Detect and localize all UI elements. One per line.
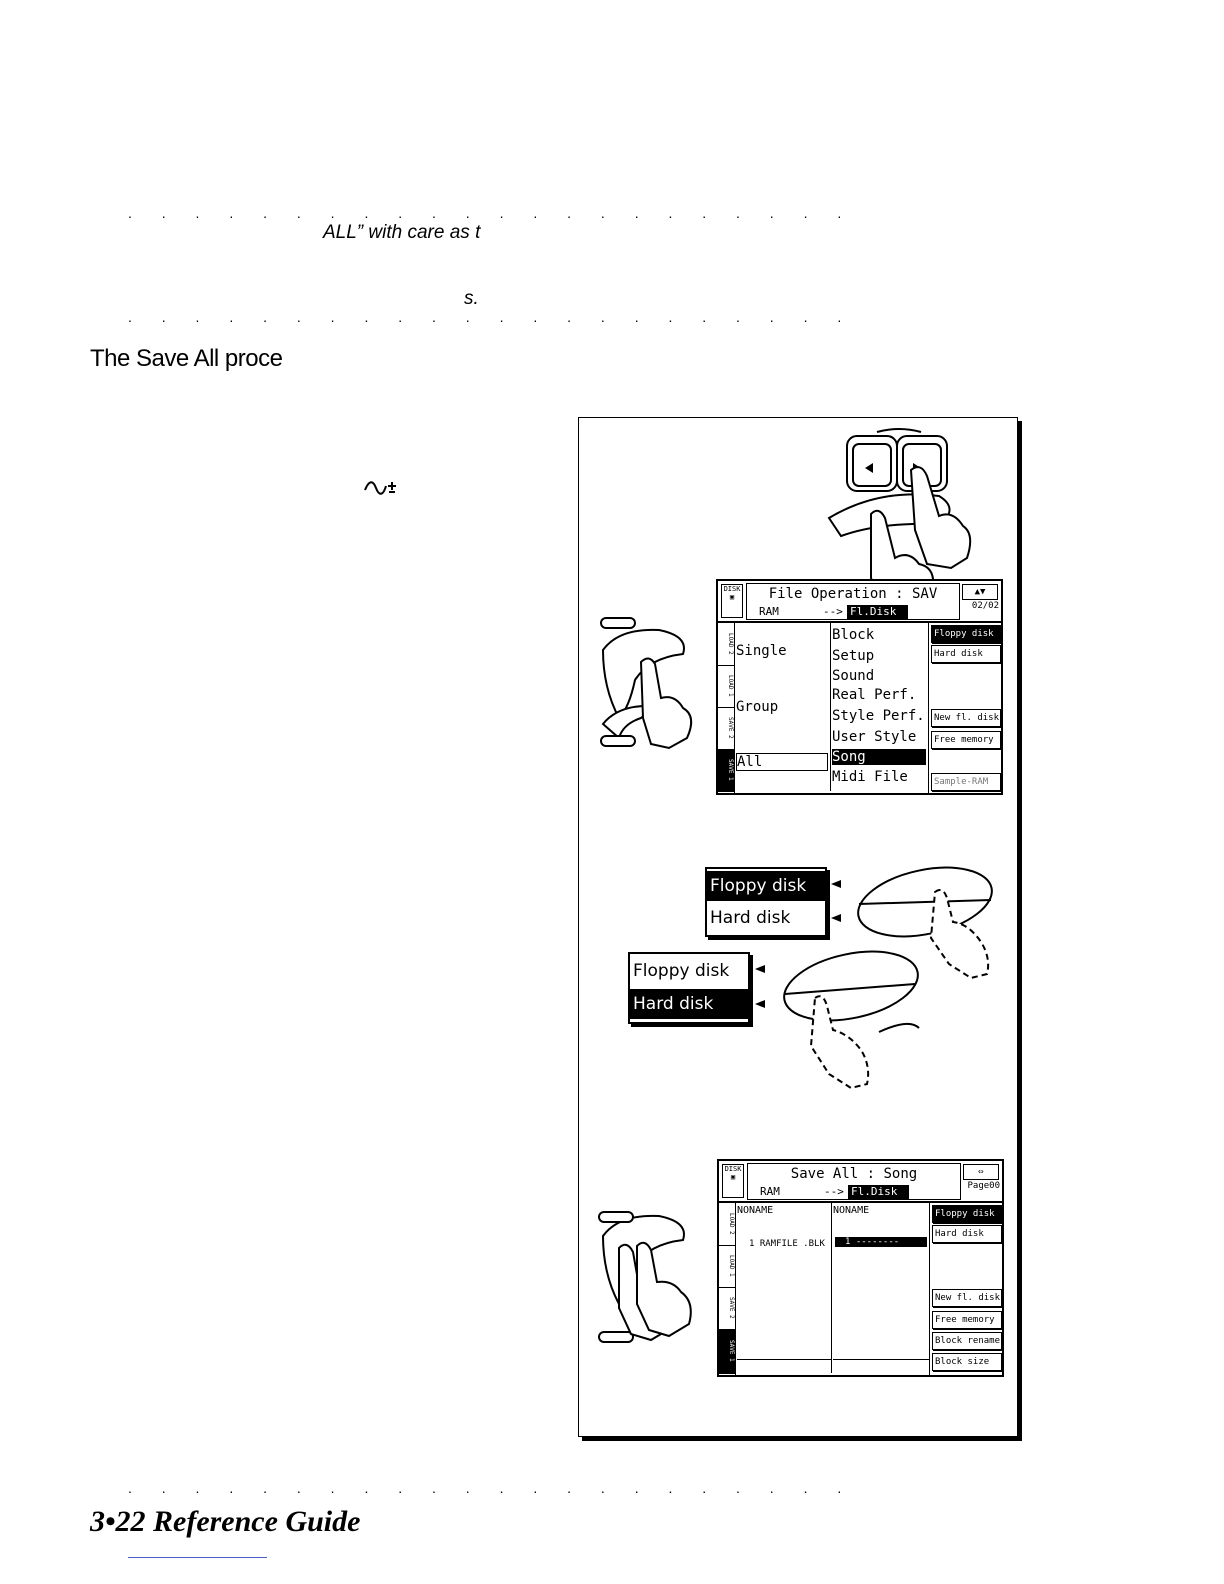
data-type-column: Block Setup Sound Real Perf. Style Perf.… bbox=[832, 623, 928, 791]
tab-4[interactable]: SAVE 1 bbox=[718, 749, 734, 792]
dotted-rule-top: . . . . . . . . . . . . . . . . . . . . … bbox=[128, 205, 855, 221]
hard-disk-button[interactable]: Hard disk bbox=[932, 1225, 1002, 1243]
tab-4[interactable]: SAVE 1 bbox=[719, 1329, 735, 1374]
pressing-hand-middle bbox=[600, 617, 693, 750]
type-block[interactable]: Block bbox=[832, 627, 875, 643]
page-updown-icon[interactable]: ▲▼ bbox=[962, 584, 998, 600]
type-setup[interactable]: Setup bbox=[832, 648, 875, 664]
pressing-hand-bottom bbox=[598, 1211, 692, 1343]
type-song[interactable]: Song bbox=[832, 749, 926, 765]
disk-icon: DISK▣ bbox=[722, 1164, 744, 1198]
type-real-perf[interactable]: Real Perf. bbox=[832, 687, 917, 703]
screen-title-box: File Operation : SAV RAM --> Fl.Disk bbox=[746, 583, 960, 620]
transfer-arrow: --> bbox=[824, 1185, 844, 1198]
side-buttons: Floppy disk Hard disk New fl. disk Free … bbox=[929, 1203, 1002, 1375]
illustration-panel: DISK▣ File Operation : SAV RAM --> Fl.Di… bbox=[578, 417, 1018, 1437]
transfer-arrow: --> bbox=[823, 605, 843, 618]
type-sound[interactable]: Sound bbox=[832, 668, 875, 684]
screen-title-box: Save All : Song RAM --> Fl.Disk bbox=[747, 1163, 961, 1200]
popup-option-floppy[interactable]: Floppy disk bbox=[707, 871, 825, 901]
destination-slot-entry[interactable]: 1 -------- bbox=[835, 1237, 927, 1247]
tab-1[interactable]: LOAD 2 bbox=[718, 623, 734, 666]
toggle-hand-1 bbox=[857, 866, 993, 980]
popup-option-floppy[interactable]: Floppy disk bbox=[633, 961, 730, 981]
type-user-style[interactable]: User Style bbox=[832, 729, 917, 745]
disk-selector-popup-floppy: Floppy disk Hard disk bbox=[705, 867, 827, 937]
footer-underline bbox=[128, 1557, 267, 1558]
new-floppy-disk-button[interactable]: New fl. disk bbox=[932, 1289, 1002, 1307]
left-arrow-icon bbox=[865, 463, 873, 473]
popup-option-hard[interactable]: Hard disk bbox=[710, 908, 791, 928]
note-line-1: ALL” with care as t bbox=[323, 222, 481, 243]
dotted-rule-bottom: . . . . . . . . . . . . . . . . . . . . … bbox=[128, 309, 855, 325]
toggle-hand-2 bbox=[783, 950, 920, 1090]
popup-option-hard[interactable]: Hard disk bbox=[630, 989, 748, 1019]
screen-title: Save All : Song bbox=[790, 1166, 918, 1182]
hard-disk-button[interactable]: Hard disk bbox=[931, 645, 1001, 663]
mode-all[interactable]: All bbox=[736, 753, 828, 771]
disk-selector-popup-hard: Floppy disk Hard disk bbox=[628, 952, 750, 1024]
block-size-button[interactable]: Block size bbox=[932, 1353, 1002, 1371]
save-all-song-screen: DISK▣ Save All : Song RAM --> Fl.Disk ⇔ … bbox=[717, 1159, 1004, 1377]
free-memory-button[interactable]: Free memory bbox=[932, 1311, 1002, 1329]
tab-2[interactable]: LOAD 1 bbox=[718, 665, 734, 708]
source-label: RAM bbox=[759, 605, 779, 618]
mode-tabs: LOAD 2 LOAD 1 SAVE 2 SAVE 1 bbox=[719, 1203, 736, 1375]
destination-label: Fl.Disk bbox=[848, 1185, 909, 1199]
page-indicator: Page00 bbox=[967, 1181, 1000, 1191]
tab-3[interactable]: SAVE 2 bbox=[718, 707, 734, 750]
dotted-rule-footer: . . . . . . . . . . . . . . . . . . . . … bbox=[128, 1480, 855, 1496]
destination-list-column: NONAME 1 -------- bbox=[833, 1203, 929, 1373]
wave-symbol-icon bbox=[364, 481, 396, 495]
source-list-header: NONAME bbox=[737, 1205, 774, 1216]
file-operation-screen: DISK▣ File Operation : SAV RAM --> Fl.Di… bbox=[716, 579, 1003, 795]
destination-list-header: NONAME bbox=[833, 1205, 870, 1216]
block-rename-button[interactable]: Block rename bbox=[932, 1332, 1002, 1350]
note-line-2: s. bbox=[464, 288, 479, 309]
page-footer-title: 3•22 Reference Guide bbox=[90, 1505, 361, 1538]
page-scroll-icon[interactable]: ⇔ bbox=[963, 1164, 999, 1180]
free-memory-button[interactable]: Free memory bbox=[931, 731, 1001, 749]
list-divider bbox=[833, 1359, 929, 1360]
sample-ram-button[interactable]: Sample-RAM bbox=[931, 773, 1001, 791]
floppy-disk-button[interactable]: Floppy disk bbox=[932, 1205, 1002, 1223]
mode-group[interactable]: Group bbox=[736, 699, 779, 715]
list-divider bbox=[737, 1359, 831, 1360]
destination-label: Fl.Disk bbox=[847, 605, 908, 619]
source-file-entry[interactable]: 1 RAMFILE .BLK bbox=[749, 1239, 825, 1249]
floppy-disk-button[interactable]: Floppy disk bbox=[931, 625, 1001, 643]
mode-tabs: LOAD 2 LOAD 1 SAVE 2 SAVE 1 bbox=[718, 623, 735, 793]
mode-single[interactable]: Single bbox=[736, 643, 787, 659]
tab-1[interactable]: LOAD 2 bbox=[719, 1203, 735, 1246]
save-mode-column: Single Group All bbox=[736, 623, 831, 791]
source-list-column: NONAME 1 RAMFILE .BLK bbox=[737, 1203, 832, 1373]
lead-paragraph: The Save All proce bbox=[90, 345, 283, 372]
screen-title: File Operation : SAV bbox=[768, 586, 938, 602]
tab-3[interactable]: SAVE 2 bbox=[719, 1287, 735, 1330]
disk-icon: DISK▣ bbox=[721, 584, 743, 618]
type-style-perf[interactable]: Style Perf. bbox=[832, 708, 925, 724]
new-floppy-disk-button[interactable]: New fl. disk bbox=[931, 709, 1001, 727]
page-indicator: 02/02 bbox=[971, 601, 999, 611]
type-midi-file[interactable]: Midi File bbox=[832, 769, 908, 785]
tab-2[interactable]: LOAD 1 bbox=[719, 1245, 735, 1288]
side-buttons: Floppy disk Hard disk New fl. disk Free … bbox=[928, 623, 1001, 793]
source-label: RAM bbox=[760, 1185, 780, 1198]
arrow-markers bbox=[755, 880, 841, 1008]
